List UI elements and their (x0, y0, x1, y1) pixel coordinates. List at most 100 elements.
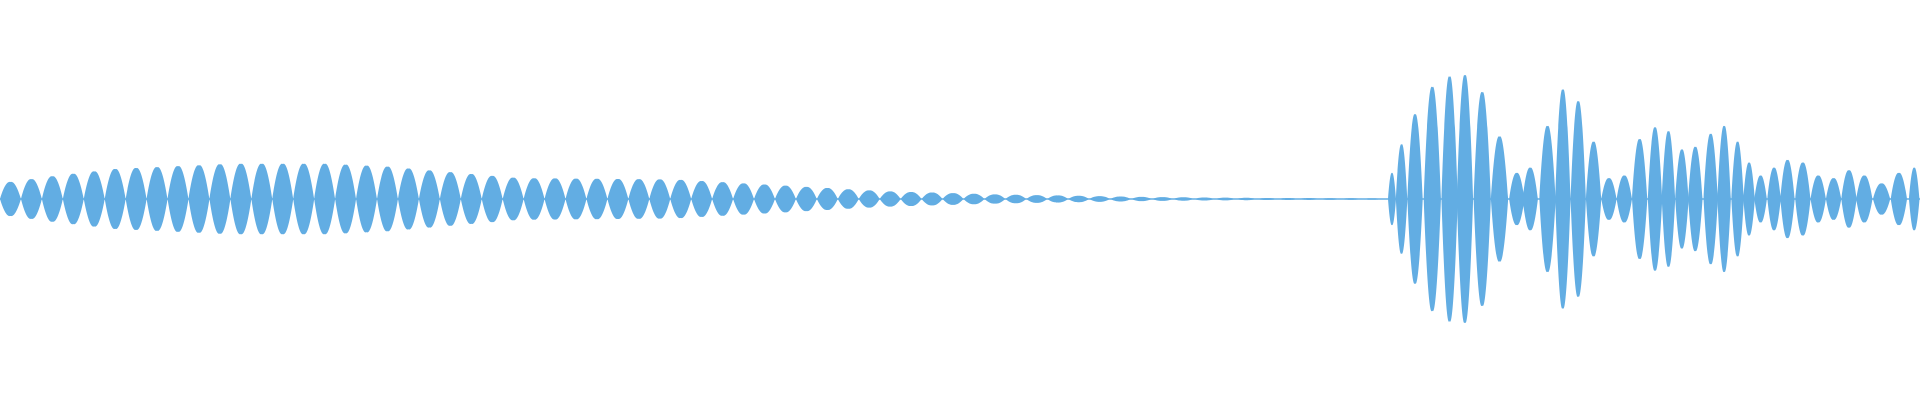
waveform-lobe-86 (1688, 146, 1703, 252)
waveform-lobe-88 (1717, 125, 1731, 273)
waveform-lobe-90 (1743, 162, 1755, 236)
waveform-lobe-45 (942, 193, 964, 205)
waveform-lobe-77 (1555, 89, 1571, 309)
waveform-lobe-36 (754, 184, 775, 214)
waveform-lobe-38 (795, 186, 817, 212)
waveform-lobe-82 (1632, 138, 1648, 260)
waveform-lobe-20 (418, 170, 440, 228)
waveform-lobe-47 (984, 194, 1006, 204)
waveform-lobe-30 (628, 179, 650, 219)
waveform-lobe-78 (1570, 101, 1586, 297)
waveform-lobe-53 (1110, 196, 1132, 202)
waveform-lobe-85 (1675, 149, 1689, 249)
waveform-lobe-2 (41, 176, 63, 222)
waveform-lobe-24 (502, 177, 524, 221)
waveform-lobe-101 (1908, 167, 1920, 231)
waveform-lobe-70 (1441, 76, 1458, 322)
waveform-lobe-54 (1131, 196, 1152, 202)
waveform-lobes (0, 75, 1920, 323)
waveform-lobe-91 (1754, 175, 1767, 223)
waveform-lobe-37 (774, 185, 796, 213)
waveform-lobe-4 (83, 171, 105, 227)
waveform-lobe-68 (1407, 114, 1423, 284)
waveform-lobe-44 (921, 192, 943, 206)
waveform-lobe-100 (1890, 172, 1908, 226)
waveform-lobe-21 (439, 172, 461, 226)
waveform-lobe-23 (481, 175, 503, 223)
waveform-lobe-63 (1319, 198, 1341, 200)
waveform-lobe-50 (1047, 195, 1069, 203)
waveform-lobe-98 (1856, 175, 1873, 223)
waveform-lobe-40 (837, 189, 859, 209)
waveform-lobe-42 (879, 191, 901, 207)
waveform-lobe-87 (1703, 133, 1718, 265)
waveform-lobe-67 (1395, 144, 1408, 254)
waveform-lobe-61 (1277, 198, 1299, 200)
waveform-lobe-9 (188, 165, 210, 233)
waveform-lobe-59 (1235, 197, 1257, 201)
waveform-lobe-34 (712, 182, 734, 216)
waveform-lobe-6 (125, 168, 147, 230)
waveform-lobe-75 (1522, 167, 1538, 231)
waveform-lobe-65 (1361, 198, 1383, 200)
waveform-lobe-79 (1585, 141, 1602, 257)
waveform-lobe-94 (1795, 162, 1811, 236)
waveform-lobe-17 (356, 165, 378, 233)
waveform-lobe-12 (251, 163, 273, 235)
waveform-lobe-31 (649, 179, 671, 219)
waveform-lobe-43 (900, 191, 922, 207)
waveform-lobe-99 (1872, 183, 1891, 215)
waveform-lobe-89 (1731, 141, 1744, 257)
waveform-lobe-27 (565, 178, 587, 220)
waveform-lobe-93 (1780, 159, 1795, 239)
waveform-lobe-73 (1490, 136, 1509, 262)
waveform-lobe-62 (1298, 198, 1320, 200)
waveform-lobe-55 (1152, 197, 1173, 201)
waveform-lobe-57 (1193, 197, 1215, 201)
waveform-lobe-32 (670, 179, 692, 219)
waveform-lobe-29 (607, 178, 629, 220)
waveform-lobe-76 (1539, 125, 1556, 273)
waveform-lobe-10 (209, 164, 231, 234)
waveform-lobe-80 (1601, 178, 1617, 220)
waveform-lobe-7 (146, 167, 168, 231)
waveform-lobe-46 (963, 193, 985, 205)
waveform-lobe-16 (335, 164, 357, 234)
waveform-lobe-60 (1256, 197, 1278, 201)
waveform-lobe-64 (1340, 198, 1362, 200)
waveform-lobe-8 (167, 166, 189, 232)
waveform-lobe-22 (460, 174, 482, 224)
waveform-lobe-25 (523, 178, 545, 220)
waveform-lobe-49 (1026, 195, 1048, 203)
waveform-lobe-95 (1810, 175, 1826, 223)
waveform-lobe-11 (230, 163, 252, 235)
waveform-lobe-35 (733, 183, 755, 215)
waveform-lobe-58 (1214, 197, 1236, 201)
waveform-lobe-15 (314, 163, 336, 235)
waveform-lobe-1 (20, 179, 42, 219)
waveform-lobe-18 (377, 166, 398, 232)
waveform-lobe-52 (1089, 196, 1111, 202)
waveform-lobe-92 (1767, 167, 1781, 231)
waveform-lobe-13 (272, 163, 294, 235)
waveform-lobe-81 (1616, 175, 1632, 223)
waveform-lobe-97 (1841, 170, 1857, 228)
waveform-lobe-33 (691, 181, 713, 217)
waveform-lobe-5 (104, 168, 126, 230)
waveform-lobe-51 (1068, 195, 1090, 203)
waveform-lobe-56 (1172, 197, 1194, 201)
waveform-lobe-84 (1661, 131, 1676, 267)
waveform-lobe-74 (1509, 172, 1525, 226)
waveform-lobe-69 (1423, 86, 1441, 312)
waveform-lobe-26 (544, 178, 566, 220)
waveform-lobe-39 (816, 188, 838, 210)
waveform-lobe-41 (858, 190, 880, 208)
waveform-lobe-48 (1005, 194, 1027, 204)
waveform-lobe-14 (293, 163, 315, 235)
waveform-lobe-83 (1647, 127, 1663, 271)
waveform-lobe-66 (1388, 172, 1396, 226)
waveform-lobe-96 (1825, 178, 1842, 220)
waveform-lobe-0 (0, 181, 21, 217)
waveform-lobe-72 (1473, 92, 1491, 306)
